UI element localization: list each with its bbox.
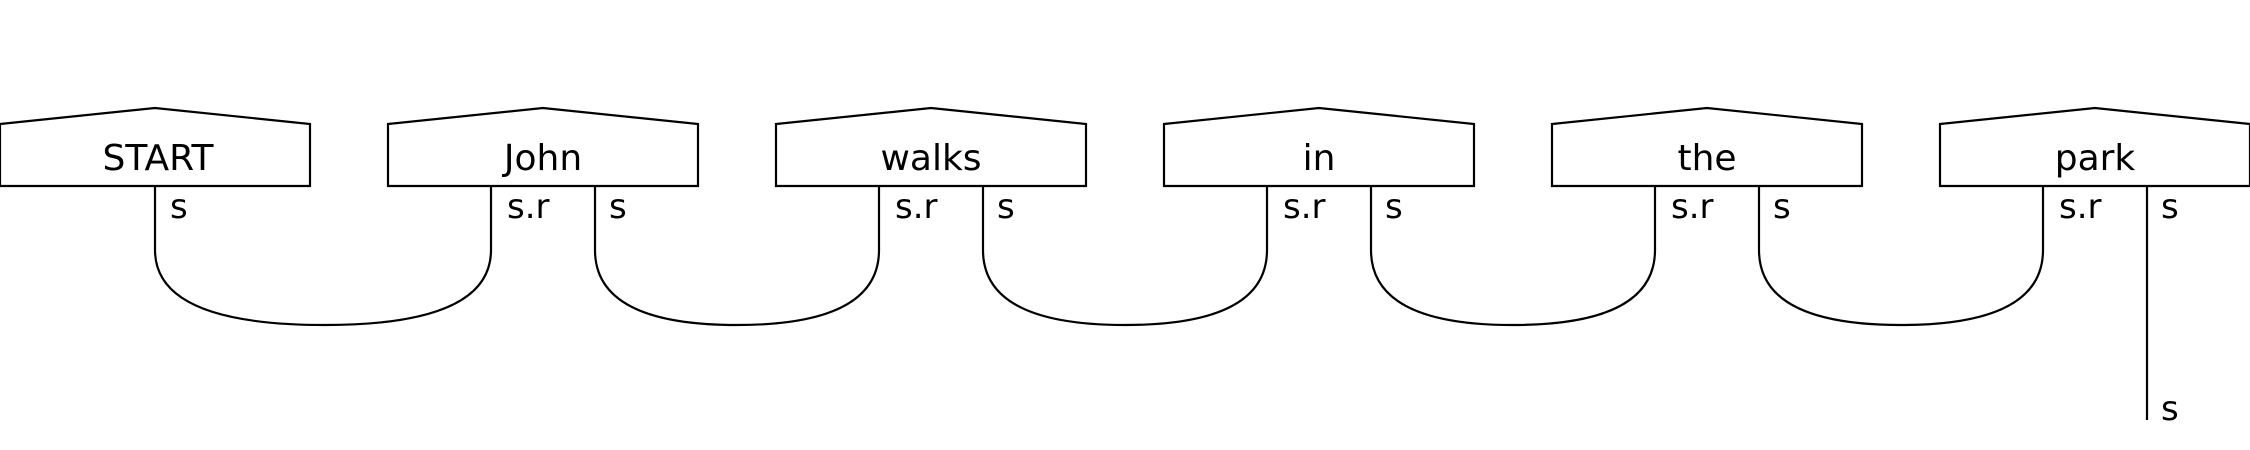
cup-wire-3	[981, 186, 1269, 327]
word-label: John	[502, 138, 582, 179]
open-output-label: s	[2161, 389, 2179, 429]
output-type-label: s.r	[1671, 187, 1714, 227]
output-type-label: s	[1385, 187, 1403, 227]
cup-wire-2	[593, 186, 881, 327]
word-label: walks	[880, 138, 981, 179]
word-label: START	[102, 138, 214, 179]
word-box-shape	[1938, 106, 2250, 188]
word-box-walks: walks s.r s	[774, 106, 1088, 227]
output-type-label: s.r	[1283, 187, 1326, 227]
word-box-in: in s.r s	[1162, 106, 1476, 227]
word-box-shape	[1162, 106, 1476, 188]
word-label: the	[1677, 138, 1736, 179]
output-type-label: s	[170, 187, 188, 227]
output-type-label: s.r	[2059, 187, 2102, 227]
output-type-label: s	[997, 187, 1015, 227]
word-box-shape	[1550, 106, 1864, 188]
output-type-label: s.r	[895, 187, 938, 227]
output-type-label: s	[2161, 187, 2179, 227]
output-type-label: s	[1773, 187, 1791, 227]
word-box-the: the s.r s	[1550, 106, 1864, 227]
word-label: in	[1303, 138, 1336, 179]
word-box-shape	[774, 106, 1088, 188]
output-type-label: s.r	[507, 187, 550, 227]
word-box-park: park s.r s	[1938, 106, 2250, 227]
word-box-shape	[386, 106, 700, 188]
word-label: park	[2055, 138, 2136, 179]
cup-wire-5	[1757, 186, 2045, 327]
cup-wire-4	[1369, 186, 1657, 327]
cup-wire-1	[153, 186, 493, 327]
word-box-john: John s.r s	[386, 106, 700, 227]
word-box-start: START s	[0, 106, 312, 227]
output-type-label: s	[609, 187, 627, 227]
word-box-shape	[0, 106, 312, 188]
